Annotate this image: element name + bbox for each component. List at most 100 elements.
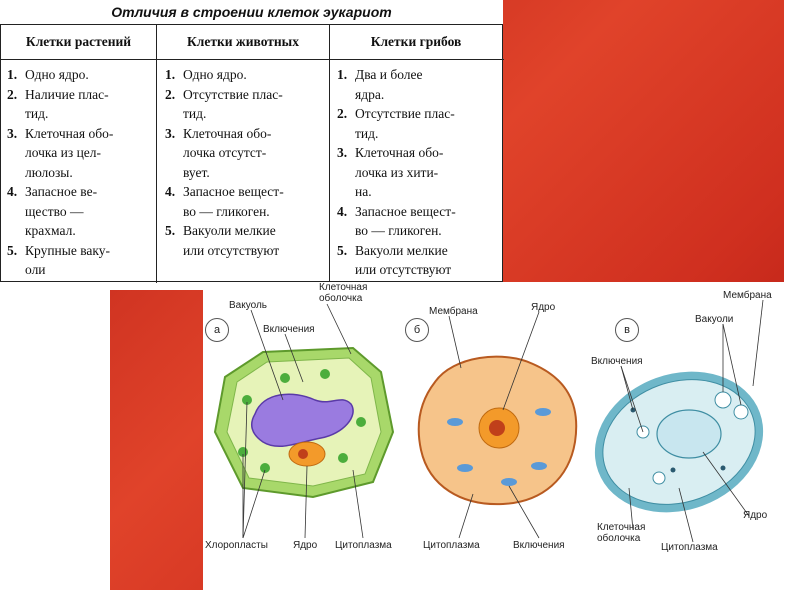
- fungus-cell: [594, 299, 764, 543]
- plant-nucleus-label: Ядро: [293, 540, 318, 551]
- label-line: [284, 333, 304, 383]
- item-text: Клеточная обо- лочка из цел- люлозы.: [25, 125, 114, 180]
- chloroplast: [320, 369, 330, 379]
- cell-diagrams: а б в Вакуоль Клеточная оболочка Включен…: [203, 282, 784, 590]
- item-text: Клеточная обо- лочка из хити- на.: [355, 145, 444, 199]
- fungus-inclusion: [670, 467, 676, 473]
- fungus-membrane-label: Мембрана: [723, 290, 772, 301]
- animal-cell: [417, 311, 578, 539]
- fungus-inclusion: [630, 407, 636, 413]
- label-line: [628, 487, 634, 531]
- item-number: 4.: [165, 184, 176, 199]
- item-number: 3.: [165, 125, 176, 141]
- label-line: [242, 469, 266, 539]
- animal-inclusion: [501, 478, 517, 486]
- animal-nucleus-label: Ядро: [531, 302, 556, 313]
- item-text: Запасное вещест- во — гликоген.: [355, 203, 456, 239]
- animal-cytoplasm-label: Цитоплазма: [423, 540, 480, 551]
- chloroplast: [356, 417, 366, 427]
- label-line: [304, 465, 308, 539]
- item-number: 5.: [165, 223, 176, 238]
- animal-membrane-label: Мембрана: [429, 306, 478, 317]
- list-item: 1.Одно ядро.: [7, 65, 152, 85]
- fungus-vacuole: [652, 471, 666, 485]
- plant-inclusions-label: Включения: [263, 324, 315, 335]
- plant-nucleolus: [298, 449, 308, 459]
- list-item: 3. Клеточная обо- лочка отсутст- вует.: [165, 124, 325, 183]
- list-item: 2.Отсутствие плас- тид.: [337, 104, 497, 143]
- label-line: [250, 309, 284, 401]
- item-number: 3.: [337, 145, 348, 160]
- fungus-inclusions-label: Включения: [591, 356, 643, 367]
- animal-inclusion: [457, 464, 473, 472]
- label-line: [620, 365, 634, 411]
- item-text: Клеточная обо- лочка отсутст- вует.: [183, 125, 272, 180]
- item-text: Одно ядро.: [183, 67, 247, 82]
- plant-vacuole: [250, 393, 354, 447]
- plant-cell: [213, 303, 395, 539]
- cells-illustration: [213, 299, 764, 543]
- item-text: Крупные ваку- оли: [25, 242, 111, 278]
- item-number: 4.: [337, 203, 348, 219]
- label-line: [242, 401, 248, 539]
- item-number: 2.: [165, 86, 176, 102]
- label-line: [502, 311, 540, 411]
- column-body-fungi: 1.Два и более ядра. 2.Отсутствие плас- т…: [337, 65, 497, 280]
- label-line: [702, 451, 750, 517]
- label-line: [722, 323, 742, 406]
- item-number: 3.: [7, 125, 18, 141]
- label-line: [352, 469, 364, 539]
- chloroplast: [280, 373, 290, 383]
- label-a: а: [205, 318, 229, 342]
- plant-cytoplasm-label: Цитоплазма: [335, 540, 392, 551]
- comparison-table: Клетки растений Клетки животных Клетки г…: [0, 24, 504, 283]
- item-number: 5.: [337, 242, 348, 258]
- item-text: Запасное ве- щество — крахмал.: [25, 184, 98, 238]
- label-line: [458, 493, 474, 539]
- animal-nucleolus: [489, 420, 505, 436]
- chloroplast: [242, 395, 252, 405]
- animal-inclusion: [535, 408, 551, 416]
- list-item: 5. Крупные ваку- оли: [7, 241, 152, 280]
- plant-cell-wall-label: Клеточная оболочка: [319, 282, 368, 304]
- list-item: 1. Одно ядро.: [165, 65, 325, 85]
- chloroplast: [260, 463, 270, 473]
- label-line: [620, 365, 644, 433]
- item-number: 2.: [337, 106, 348, 121]
- fungus-vacuole: [714, 391, 732, 409]
- white-area-bottom: [0, 590, 800, 600]
- item-number: 4.: [7, 184, 18, 199]
- list-item: 5.Вакуоли мелкие или отсутствуют: [337, 241, 497, 280]
- item-number: 1.: [337, 67, 348, 82]
- column-body-animals: 1. Одно ядро. 2. Отсутствие плас- тид. 3. К…: [165, 65, 325, 260]
- plant-chloroplasts-label: Хлоропласты: [205, 540, 268, 551]
- item-text: Отсутствие плас- тид.: [183, 86, 283, 122]
- item-text: Вакуоли мелкие или отсутствуют: [183, 223, 280, 258]
- list-item: 1.Два и более ядра.: [337, 65, 497, 104]
- slide-title: Отличия в строении клеток эукариот: [0, 0, 503, 24]
- header-divider: [1, 59, 504, 60]
- item-text: Наличие плас- тид.: [25, 86, 109, 122]
- chloroplast: [338, 453, 348, 463]
- list-item: 2. Наличие плас- тид.: [7, 85, 152, 124]
- label-line: [508, 485, 540, 539]
- column-header-fungi: Клетки грибов: [370, 34, 462, 49]
- list-item: 5. Вакуоли мелкие или отсутствуют: [165, 221, 325, 260]
- label-line: [448, 315, 462, 369]
- item-number: 2.: [7, 86, 18, 102]
- label-line: [678, 487, 694, 543]
- list-item: 3. Клеточная обо- лочка из цел- люлозы.: [7, 124, 152, 183]
- label-b: б: [405, 318, 429, 342]
- label-line: [326, 303, 352, 355]
- white-area-right: [784, 0, 800, 600]
- item-number: 1.: [165, 67, 176, 82]
- list-item: 4. Запасное ве- щество — крахмал.: [7, 182, 152, 241]
- plant-vacuole-label: Вакуоль: [229, 300, 267, 311]
- fungus-cell-wall-label: Клеточная оболочка: [597, 522, 646, 544]
- fungus-vacuole: [733, 404, 749, 420]
- column-header-animals: Клетки животных: [187, 34, 299, 49]
- column-divider-2: [329, 25, 330, 283]
- item-number: 5.: [7, 242, 18, 258]
- list-item: 3. Клеточная обо- лочка из хити- на.: [337, 143, 497, 202]
